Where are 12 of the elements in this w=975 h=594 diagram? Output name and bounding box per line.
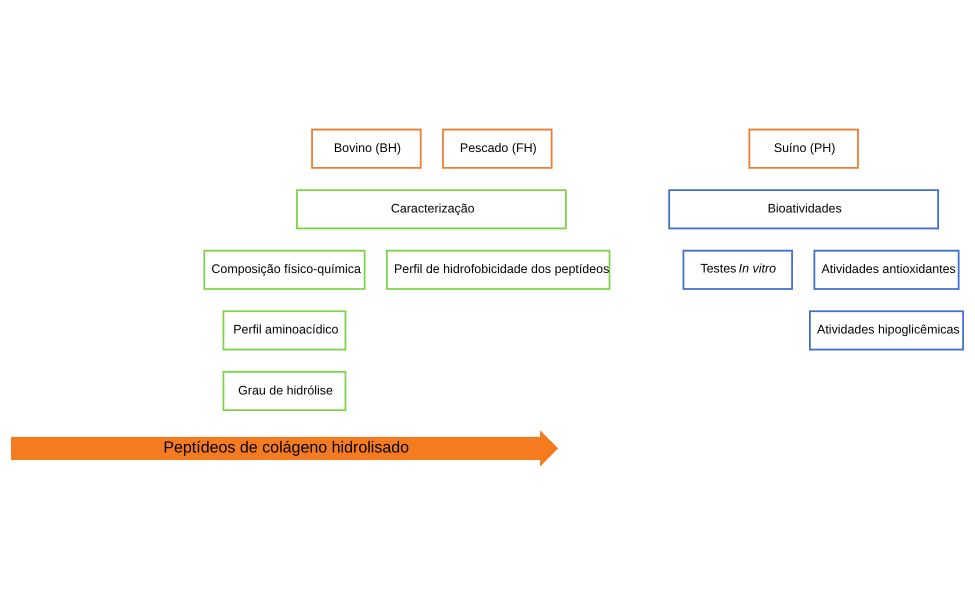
node-box: Suíno (PH) (748, 128, 859, 169)
node-box: Composição físico-química (203, 250, 366, 290)
node-box: Testes In vitro (682, 250, 793, 290)
node-box: Pescado (FH) (442, 128, 553, 169)
node-box: Atividades antioxidantes (813, 250, 960, 290)
node-box: Bovino (BH) (311, 128, 422, 169)
node-box: Caracterização (296, 189, 567, 230)
node-box: Perfil aminoacídico (222, 310, 346, 350)
node-box: Perfil de hidrofobicidade dos peptídeos (386, 250, 610, 290)
node-box: Bioatividades (668, 189, 940, 230)
node-box: Atividades hipoglicêmicas (809, 310, 964, 350)
node-box: Grau de hidrólise (222, 370, 346, 411)
